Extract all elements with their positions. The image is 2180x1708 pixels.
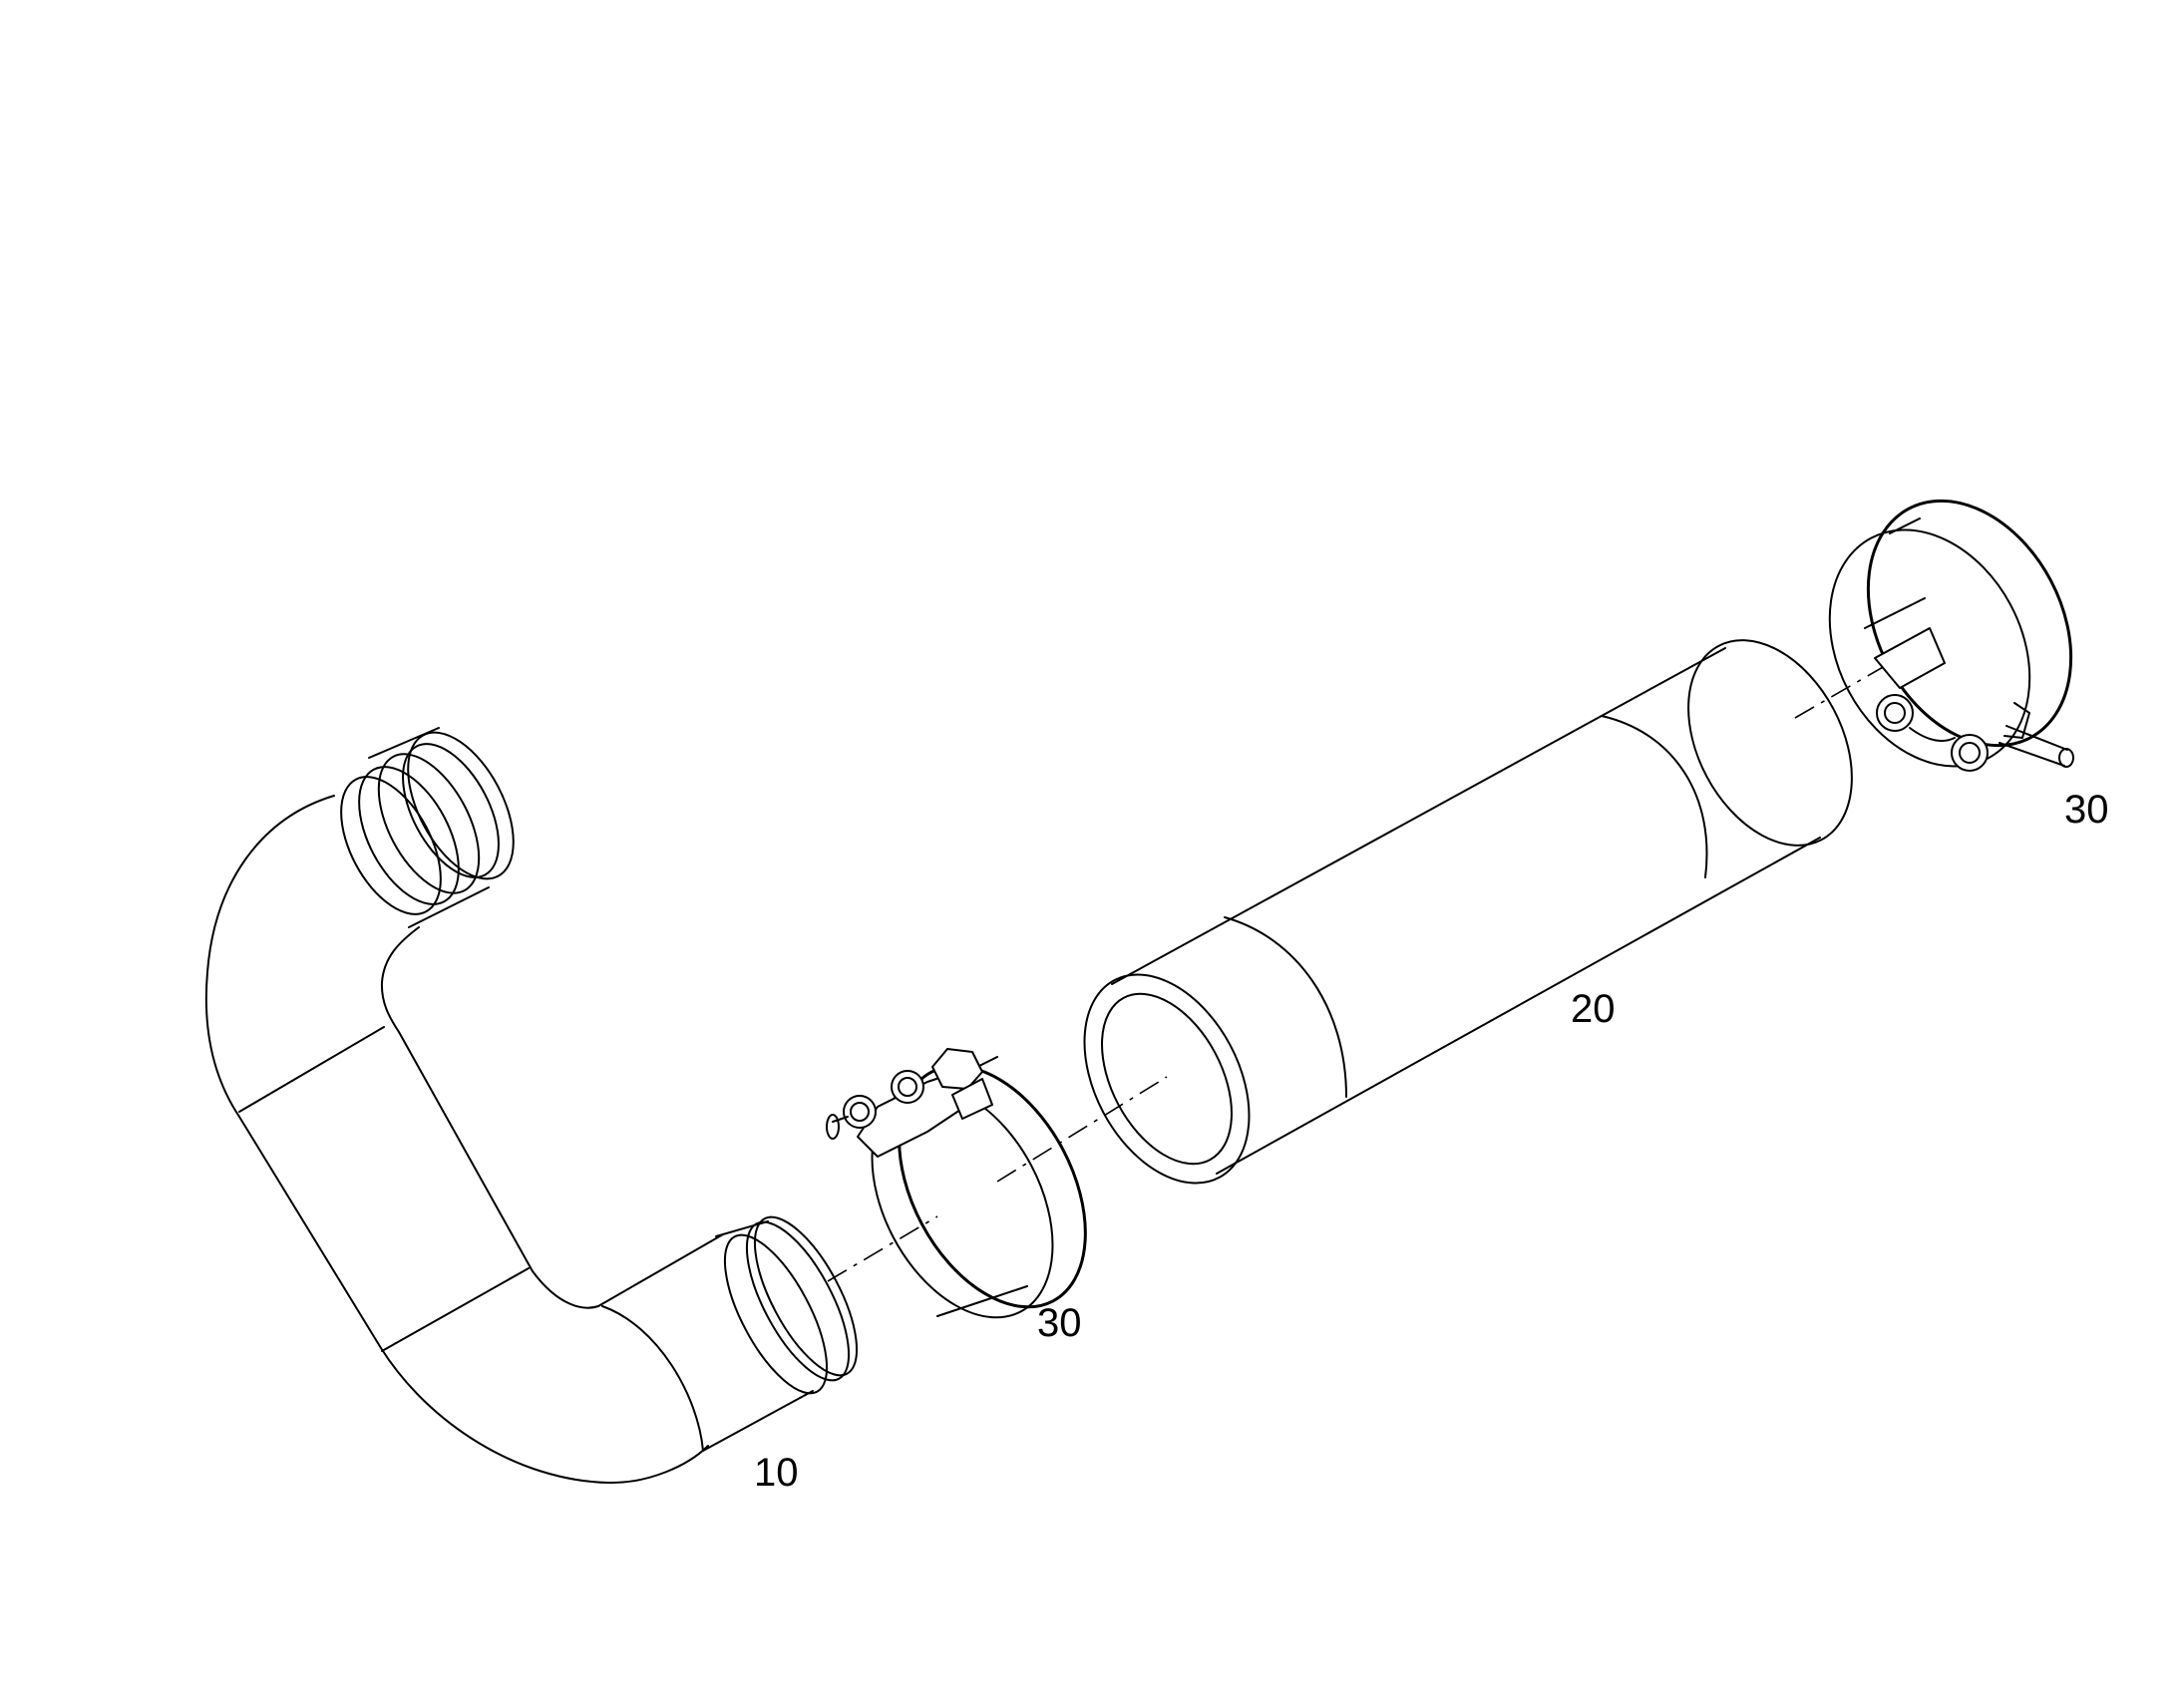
hose-clamp-middle-part-30 xyxy=(826,1048,1087,1319)
elbow-pipe-part-10 xyxy=(204,727,859,1485)
straight-hose-part-20 xyxy=(1083,639,1853,1185)
hose-clamp-right-part-30 xyxy=(1828,499,2074,772)
callout-20: 20 xyxy=(1571,987,1616,1031)
assembly-axis xyxy=(827,665,1886,1282)
callout-30-right: 30 xyxy=(2064,788,2109,832)
callout-10: 10 xyxy=(754,1451,799,1495)
callout-30-middle: 30 xyxy=(1037,1301,1082,1345)
callout-labels: 10 20 30 30 xyxy=(754,788,2109,1495)
